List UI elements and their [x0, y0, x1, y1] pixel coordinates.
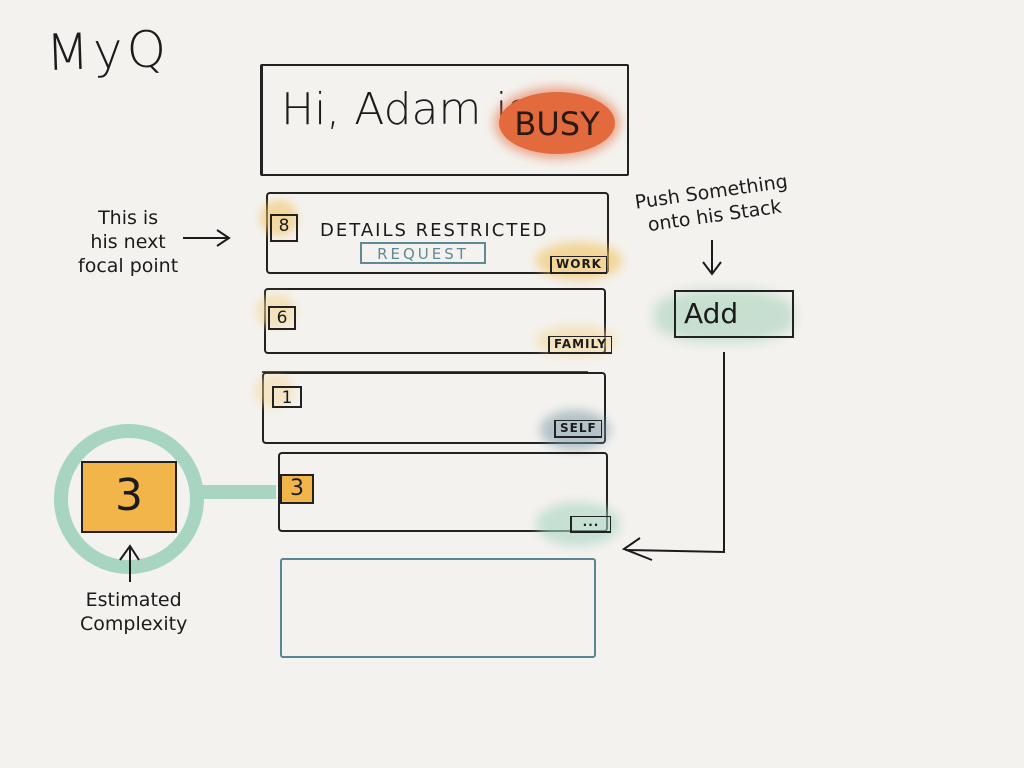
annotation-complexity: Estimated Complexity: [80, 588, 187, 636]
annotation-line: Complexity: [80, 613, 188, 635]
status-header: Hi, Adam is BUSY: [260, 64, 629, 176]
task-title: DETAILS RESTRICTED: [320, 220, 549, 241]
annotation-line: This is: [98, 207, 159, 229]
priority-badge: 3: [280, 474, 314, 504]
category-tag-work: WORK: [550, 256, 607, 274]
status-label: BUSY: [514, 105, 600, 143]
new-task-slot[interactable]: [280, 558, 596, 658]
arrow-up-complexity-icon: [119, 544, 140, 582]
more-options-button[interactable]: ...: [570, 516, 611, 533]
complexity-example-badge: 3: [81, 461, 177, 533]
task-card-4[interactable]: 3 ...: [278, 452, 620, 546]
arrow-add-to-stack-icon: [621, 352, 725, 561]
task-card-1[interactable]: 8 DETAILS RESTRICTED REQUEST WORK: [260, 192, 622, 280]
annotation-line: Estimated: [85, 589, 182, 611]
category-tag-self: SELF: [554, 420, 602, 438]
arrow-down-to-add-icon: [702, 240, 722, 276]
complexity-connector: [202, 485, 276, 499]
annotation-line: his next: [90, 231, 166, 253]
category-tag-family: FAMILY: [548, 336, 612, 354]
request-details-button[interactable]: REQUEST: [360, 242, 486, 264]
priority-badge: 1: [272, 386, 302, 408]
priority-badge: 8: [270, 214, 298, 242]
task-card-2[interactable]: 6 FAMILY: [256, 288, 616, 356]
status-badge: BUSY: [499, 92, 615, 154]
task-card-3[interactable]: 1 SELF: [254, 372, 610, 450]
add-button-glow: [654, 290, 794, 342]
add-button[interactable]: Add: [674, 290, 794, 338]
arrow-next-focal-icon: [183, 229, 231, 247]
annotation-next-focal: This is his next focal point: [78, 206, 178, 278]
greeting-text: Hi, Adam is: [281, 84, 531, 135]
annotation-line: focal point: [78, 255, 179, 277]
priority-badge: 6: [268, 306, 296, 330]
